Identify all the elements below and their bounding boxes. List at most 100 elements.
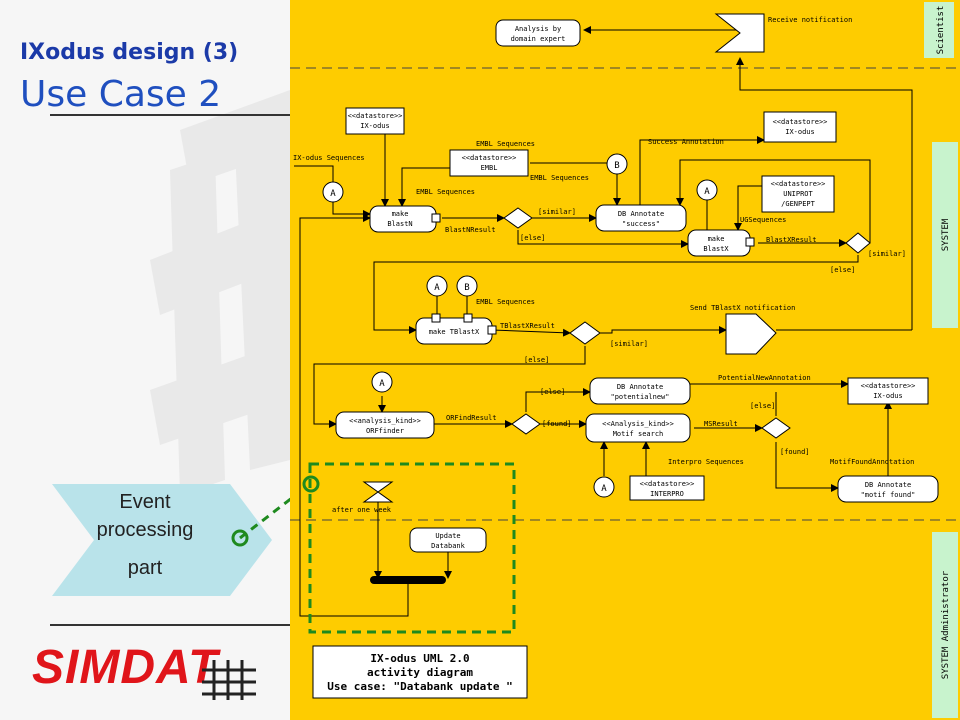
decision-diamond	[511, 413, 541, 435]
svg-text:domain expert: domain expert	[511, 35, 566, 43]
node-send-notification: Send TBlastX notification	[690, 304, 795, 355]
node-datastore-interpro: <<datastore>> INTERPRO	[629, 475, 705, 501]
svg-text:Receive notification: Receive notification	[768, 16, 852, 24]
node-datastore-ixodus-top: <<datastore>> IX-odus	[345, 107, 405, 135]
decision-diamond	[569, 321, 601, 345]
edge-label: [else]	[540, 388, 565, 396]
svg-text:"success": "success"	[622, 220, 660, 228]
edge-label: UGSequences	[740, 216, 786, 224]
event-processing-label: Event processing part	[80, 488, 210, 582]
hash-logo-icon	[202, 660, 256, 700]
event-processing-highlight	[308, 462, 516, 634]
connector-a: A	[696, 179, 718, 201]
background-decoration	[150, 90, 290, 495]
svg-text:IX-odus: IX-odus	[785, 128, 815, 136]
svg-text:/GENPEPT: /GENPEPT	[781, 200, 816, 208]
node-orffinder: <<analysis_kind>> ORFfinder	[335, 411, 435, 439]
edge-label: [found]	[780, 448, 810, 456]
lane-label-sysadmin: SYSTEM Administrator	[932, 532, 958, 718]
edge-label: Success Annotation	[648, 138, 724, 146]
svg-text:A: A	[379, 379, 385, 389]
edge-label: [else]	[750, 402, 775, 410]
edge-label: BlastXResult	[766, 236, 817, 244]
svg-text:IX-odus UML 2.0: IX-odus UML 2.0	[370, 652, 469, 665]
edge-label: [else]	[520, 234, 545, 242]
fork-join-bar	[370, 576, 446, 584]
edge-label: [similar]	[868, 250, 906, 258]
edge-label: IX-odus Sequences	[293, 154, 365, 162]
connector-a: A	[322, 181, 344, 203]
svg-text:A: A	[434, 283, 440, 293]
lane-label-text: SYSTEM	[941, 218, 951, 251]
activity-diagram: Scientist SYSTEM SYSTEM Administrator	[290, 0, 960, 720]
edge-label: MSResult	[704, 420, 738, 428]
decision-diamond	[503, 207, 533, 229]
svg-text:make TBlastX: make TBlastX	[429, 328, 480, 336]
svg-text:BlastN: BlastN	[387, 220, 412, 228]
svg-text:"motif found": "motif found"	[861, 491, 916, 499]
svg-text:make: make	[392, 210, 409, 218]
svg-text:EMBL: EMBL	[481, 164, 498, 172]
edge-label: EMBL Sequences	[476, 140, 535, 148]
svg-text:<<datastore>>: <<datastore>>	[773, 118, 828, 126]
lane-label-scientist: Scientist	[924, 2, 954, 58]
svg-text:Send TBlastX notification: Send TBlastX notification	[690, 304, 795, 312]
svg-text:DB Annotate: DB Annotate	[865, 481, 911, 489]
event-label-line: processing	[96, 519, 194, 541]
link-endpoint-start	[231, 529, 249, 547]
slide-subtitle: Use Case 2	[20, 74, 222, 115]
svg-text:"potentialnew": "potentialnew"	[610, 393, 669, 401]
connector-b: B	[606, 153, 628, 175]
svg-text:IX-odus: IX-odus	[873, 392, 903, 400]
event-callout	[52, 484, 272, 596]
svg-text:<<analysis_kind>>: <<analysis_kind>>	[349, 417, 421, 425]
connector-a: A	[371, 371, 393, 393]
svg-text:INTERPRO: INTERPRO	[650, 490, 684, 498]
node-make-blastx: make BlastX	[687, 229, 755, 257]
event-label-line: Event	[119, 491, 171, 513]
edge-label: PotentialNewAnnotation	[718, 374, 811, 382]
svg-text:<<Analysis_kind>>: <<Analysis_kind>>	[602, 420, 674, 428]
node-make-tblastx: make TBlastX	[415, 313, 497, 345]
edge-label: [else]	[524, 356, 549, 364]
connector-a: A	[593, 476, 615, 498]
connector-b: B	[456, 275, 478, 297]
svg-text:BlastX: BlastX	[703, 245, 729, 253]
node-time-event: after one week	[332, 481, 394, 514]
connector-a: A	[426, 275, 448, 297]
svg-text:<<datastore>>: <<datastore>>	[771, 180, 826, 188]
svg-text:ORFfinder: ORFfinder	[366, 427, 404, 435]
svg-text:after one week: after one week	[332, 506, 392, 514]
node-db-annotate-success: DB Annotate "success"	[595, 204, 687, 232]
edge-label: EMBL Sequences	[476, 298, 535, 306]
node-make-blastn: make BlastN	[369, 205, 441, 233]
hash-decoration	[150, 90, 290, 495]
svg-text:Use case: "Databank update ": Use case: "Databank update "	[327, 680, 512, 693]
node-motif-search: <<Analysis_kind>> Motif search	[585, 413, 691, 443]
svg-text:<<datastore>>: <<datastore>>	[462, 154, 517, 162]
node-datastore-uniprot: <<datastore>> UNIPROT /GENPEPT	[761, 175, 835, 213]
svg-text:Update: Update	[435, 532, 460, 540]
svg-text:<<datastore>>: <<datastore>>	[640, 480, 695, 488]
node-datastore-ixodus-right: <<datastore>> IX-odus	[763, 111, 837, 143]
svg-text:<<datastore>>: <<datastore>>	[348, 112, 403, 120]
edge-label: MotifFoundAnnotation	[830, 458, 914, 466]
lane-label-system: SYSTEM	[932, 142, 958, 328]
node-db-annotate-potential: DB Annotate "potentialnew"	[589, 377, 691, 405]
svg-text:B: B	[464, 283, 469, 293]
slide-title: IXodus design (3)	[20, 40, 239, 65]
node-datastore-ixodus-bottom: <<datastore>> IX-odus	[847, 377, 929, 405]
lane-label-text: Scientist	[936, 6, 946, 55]
svg-text:A: A	[601, 484, 607, 494]
svg-text:A: A	[704, 187, 710, 197]
node-update-databank: Update Databank	[409, 527, 487, 553]
edge-label: [similar]	[610, 340, 648, 348]
footer-divider	[50, 624, 290, 626]
node-db-annotate-motif: DB Annotate "motif found"	[837, 475, 939, 503]
edge-label: EMBL Sequences	[416, 188, 475, 196]
svg-text:make: make	[708, 235, 725, 243]
node-receive-notification: Receive notification	[714, 13, 852, 53]
svg-text:UNIPROT: UNIPROT	[783, 190, 813, 198]
decision-diamond	[845, 232, 871, 254]
edge-label: [else]	[830, 266, 855, 274]
